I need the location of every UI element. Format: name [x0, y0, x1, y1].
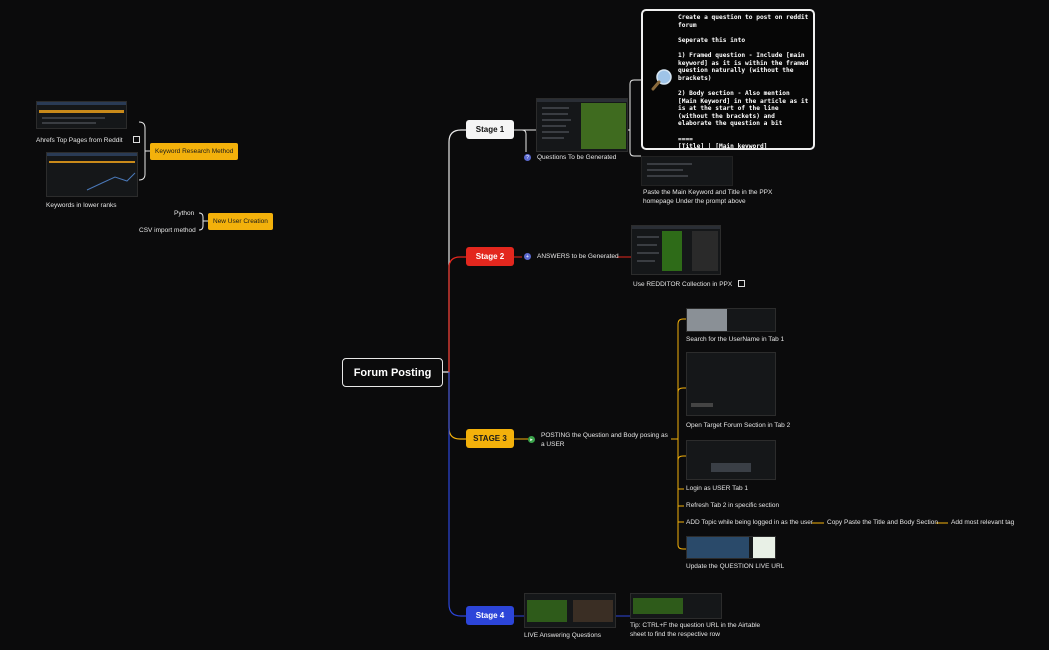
play-icon: ▸ — [528, 436, 535, 443]
prompt-text: Create a question to post on reddit foru… — [678, 14, 809, 148]
stage-1-label: Stage 1 — [475, 125, 505, 134]
stage-2-node[interactable]: Stage 2 — [466, 247, 514, 266]
lower-ranks-label[interactable]: Keywords in lower ranks — [46, 202, 117, 209]
open-forum-thumbnail[interactable] — [686, 352, 776, 416]
refresh-label[interactable]: Refresh Tab 2 in specific section — [686, 502, 780, 509]
python-label[interactable]: Python — [174, 210, 195, 217]
answer-icon: + — [524, 253, 531, 260]
live-answering-thumbnail[interactable] — [524, 593, 616, 628]
ahrefs-text: Ahrefs Top Pages from Reddit — [36, 137, 123, 144]
paste-note-label[interactable]: Paste the Main Keyword and Title in the … — [643, 189, 773, 205]
stage-1-node[interactable]: Stage 1 — [466, 120, 514, 139]
search-username-thumbnail[interactable] — [686, 308, 776, 332]
redditor-collection-label[interactable]: Use REDDITOR Collection in PPX — [633, 279, 746, 290]
ahrefs-thumbnail[interactable] — [36, 101, 127, 129]
ppx-homepage-thumbnail[interactable] — [641, 156, 733, 186]
magnifier-icon — [651, 69, 672, 91]
answers-generated-label[interactable]: ANSWERS to be Generated — [537, 253, 619, 260]
login-label[interactable]: Login as USER Tab 1 — [686, 485, 749, 492]
tip-label[interactable]: Tip: CTRL+F the question URL in the Airt… — [630, 622, 761, 638]
redditor-collection-text: Use REDDITOR Collection in PPX — [633, 281, 733, 288]
copy-paste-label[interactable]: Copy Paste the Title and Body Section — [827, 519, 938, 526]
new-user-creation-node[interactable]: New User Creation — [208, 213, 273, 230]
search-username-label[interactable]: Search for the UserName in Tab 1 — [686, 336, 785, 343]
ahrefs-label[interactable]: Ahrefs Top Pages from Reddit — [36, 135, 140, 146]
external-link-icon[interactable] — [132, 136, 140, 143]
login-thumbnail[interactable] — [686, 440, 776, 480]
root-label: Forum Posting — [353, 366, 432, 379]
root-node[interactable]: Forum Posting — [342, 358, 443, 387]
lower-ranks-thumbnail[interactable] — [46, 152, 138, 197]
stage-2-label: Stage 2 — [475, 252, 505, 261]
update-url-label[interactable]: Update the QUESTION LIVE URL — [686, 563, 785, 570]
update-url-thumbnail[interactable] — [686, 536, 776, 559]
stage-4-label: Stage 4 — [475, 611, 505, 620]
add-topic-label[interactable]: ADD Topic while being logged in as the u… — [686, 519, 814, 526]
posting-label[interactable]: POSTING the Question and Body posing as … — [541, 432, 668, 448]
live-answering-label[interactable]: LIVE Answering Questions — [524, 632, 601, 639]
stage-3-node[interactable]: STAGE 3 — [466, 429, 514, 448]
keyword-research-method-node[interactable]: Keyword Research Method — [150, 143, 239, 160]
questions-generated-label[interactable]: Questions To be Generated — [537, 154, 617, 161]
stage-3-label: STAGE 3 — [473, 434, 507, 443]
redditor-collection-thumbnail[interactable] — [631, 225, 721, 275]
prompt-card[interactable]: Create a question to post on reddit foru… — [641, 9, 815, 150]
stage1-screenshot-thumbnail[interactable] — [536, 98, 628, 152]
add-tag-label[interactable]: Add most relevant tag — [951, 519, 1015, 526]
airtable-thumbnail[interactable] — [630, 593, 722, 619]
question-icon: ? — [524, 154, 531, 161]
open-forum-label[interactable]: Open Target Forum Section in Tab 2 — [686, 422, 791, 429]
stage-4-node[interactable]: Stage 4 — [466, 606, 514, 625]
csv-import-label[interactable]: CSV import method — [139, 227, 196, 234]
external-link-icon[interactable] — [738, 280, 746, 287]
